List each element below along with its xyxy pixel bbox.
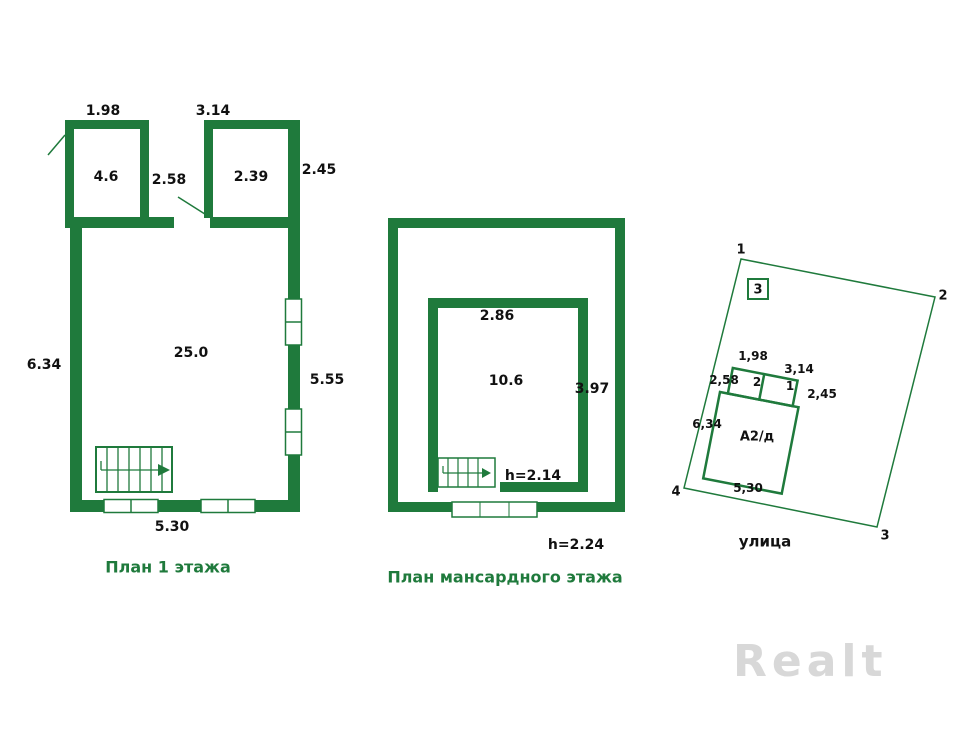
wall-segment — [65, 120, 149, 129]
mansard-porch — [451, 501, 538, 518]
door-swing — [177, 196, 209, 217]
dim-label: 2.86 — [479, 308, 515, 324]
plot-boundary — [683, 258, 936, 528]
wall-segment — [388, 218, 625, 228]
wall-segment — [210, 217, 300, 228]
wall-segment — [388, 218, 398, 512]
mansard-plan — [388, 218, 625, 518]
door-swing — [47, 134, 66, 156]
porch-outline — [451, 501, 538, 518]
dim-label: 5.30 — [154, 519, 190, 535]
site-dim-label: 1,98 — [738, 349, 768, 363]
wall-segment — [65, 120, 74, 228]
wall-segment — [204, 120, 298, 129]
site-marker-label: 3 — [753, 282, 763, 298]
mansard-stairs-icon — [437, 457, 496, 488]
floor1-plan — [47, 120, 303, 514]
height-label: h=2.14 — [504, 468, 562, 484]
building-inventory-label: А2/д — [739, 429, 775, 445]
wall-segment — [578, 298, 588, 492]
footprint-divider — [758, 373, 766, 400]
dim-label: 3.97 — [574, 381, 610, 397]
floor1-stairs-icon — [95, 446, 173, 493]
mansard-title: План мансардного этажа — [387, 567, 623, 587]
stairs-direction-arrow — [442, 466, 491, 478]
floor1-title: План 1 этажа — [105, 557, 231, 577]
plot-corner-label: 1 — [736, 242, 746, 258]
street-label: улица — [738, 532, 792, 551]
wall-segment — [288, 217, 300, 512]
dim-label: 2.58 — [151, 172, 187, 188]
wall-segment — [140, 120, 149, 228]
footprint-cell-label: 1 — [785, 379, 795, 393]
wall-segment — [428, 298, 588, 308]
plot-corner-label: 2 — [938, 288, 948, 304]
floor1-door-swings — [47, 134, 209, 217]
dim-label: 6.34 — [26, 357, 62, 373]
room-area-label: 25.0 — [173, 345, 209, 361]
room-area-label: 4.6 — [93, 169, 119, 185]
site-marker-box — [747, 278, 769, 300]
site-dim-label: 6,34 — [692, 417, 722, 431]
site-dim-label: 5,30 — [733, 481, 763, 495]
wall-segment — [70, 217, 82, 512]
plot-corner-label: 3 — [880, 528, 890, 544]
mansard-walls — [388, 218, 625, 512]
dim-label: 3.14 — [195, 103, 231, 119]
site-plan — [683, 258, 936, 528]
site-dim-label: 2,45 — [807, 387, 837, 401]
dim-label: 2.45 — [301, 162, 337, 178]
height-label: h=2.24 — [547, 537, 605, 553]
wall-segment — [428, 298, 438, 492]
stairs-direction-arrow — [100, 461, 170, 476]
floor1-windows — [103, 298, 303, 514]
site-dim-label: 2,58 — [709, 373, 739, 387]
site-dim-label: 3,14 — [784, 362, 814, 376]
footprint-cell-label: 2 — [752, 375, 762, 389]
wall-segment — [65, 217, 174, 228]
realt-watermark: Realt — [733, 636, 888, 687]
plot-corner-label: 4 — [671, 484, 681, 500]
dim-label: 5.55 — [309, 372, 345, 388]
wall-segment — [388, 502, 452, 512]
wall-segment — [428, 482, 438, 492]
wall-segment — [204, 120, 213, 218]
dim-label: 1.98 — [85, 103, 121, 119]
dim-label: 2.39 — [233, 169, 269, 185]
wall-segment — [500, 482, 588, 492]
building-footprint — [701, 366, 800, 496]
wall-segment — [615, 218, 625, 512]
wall-segment — [288, 120, 300, 228]
wall-segment — [537, 502, 625, 512]
room-area-label: 10.6 — [488, 373, 524, 389]
